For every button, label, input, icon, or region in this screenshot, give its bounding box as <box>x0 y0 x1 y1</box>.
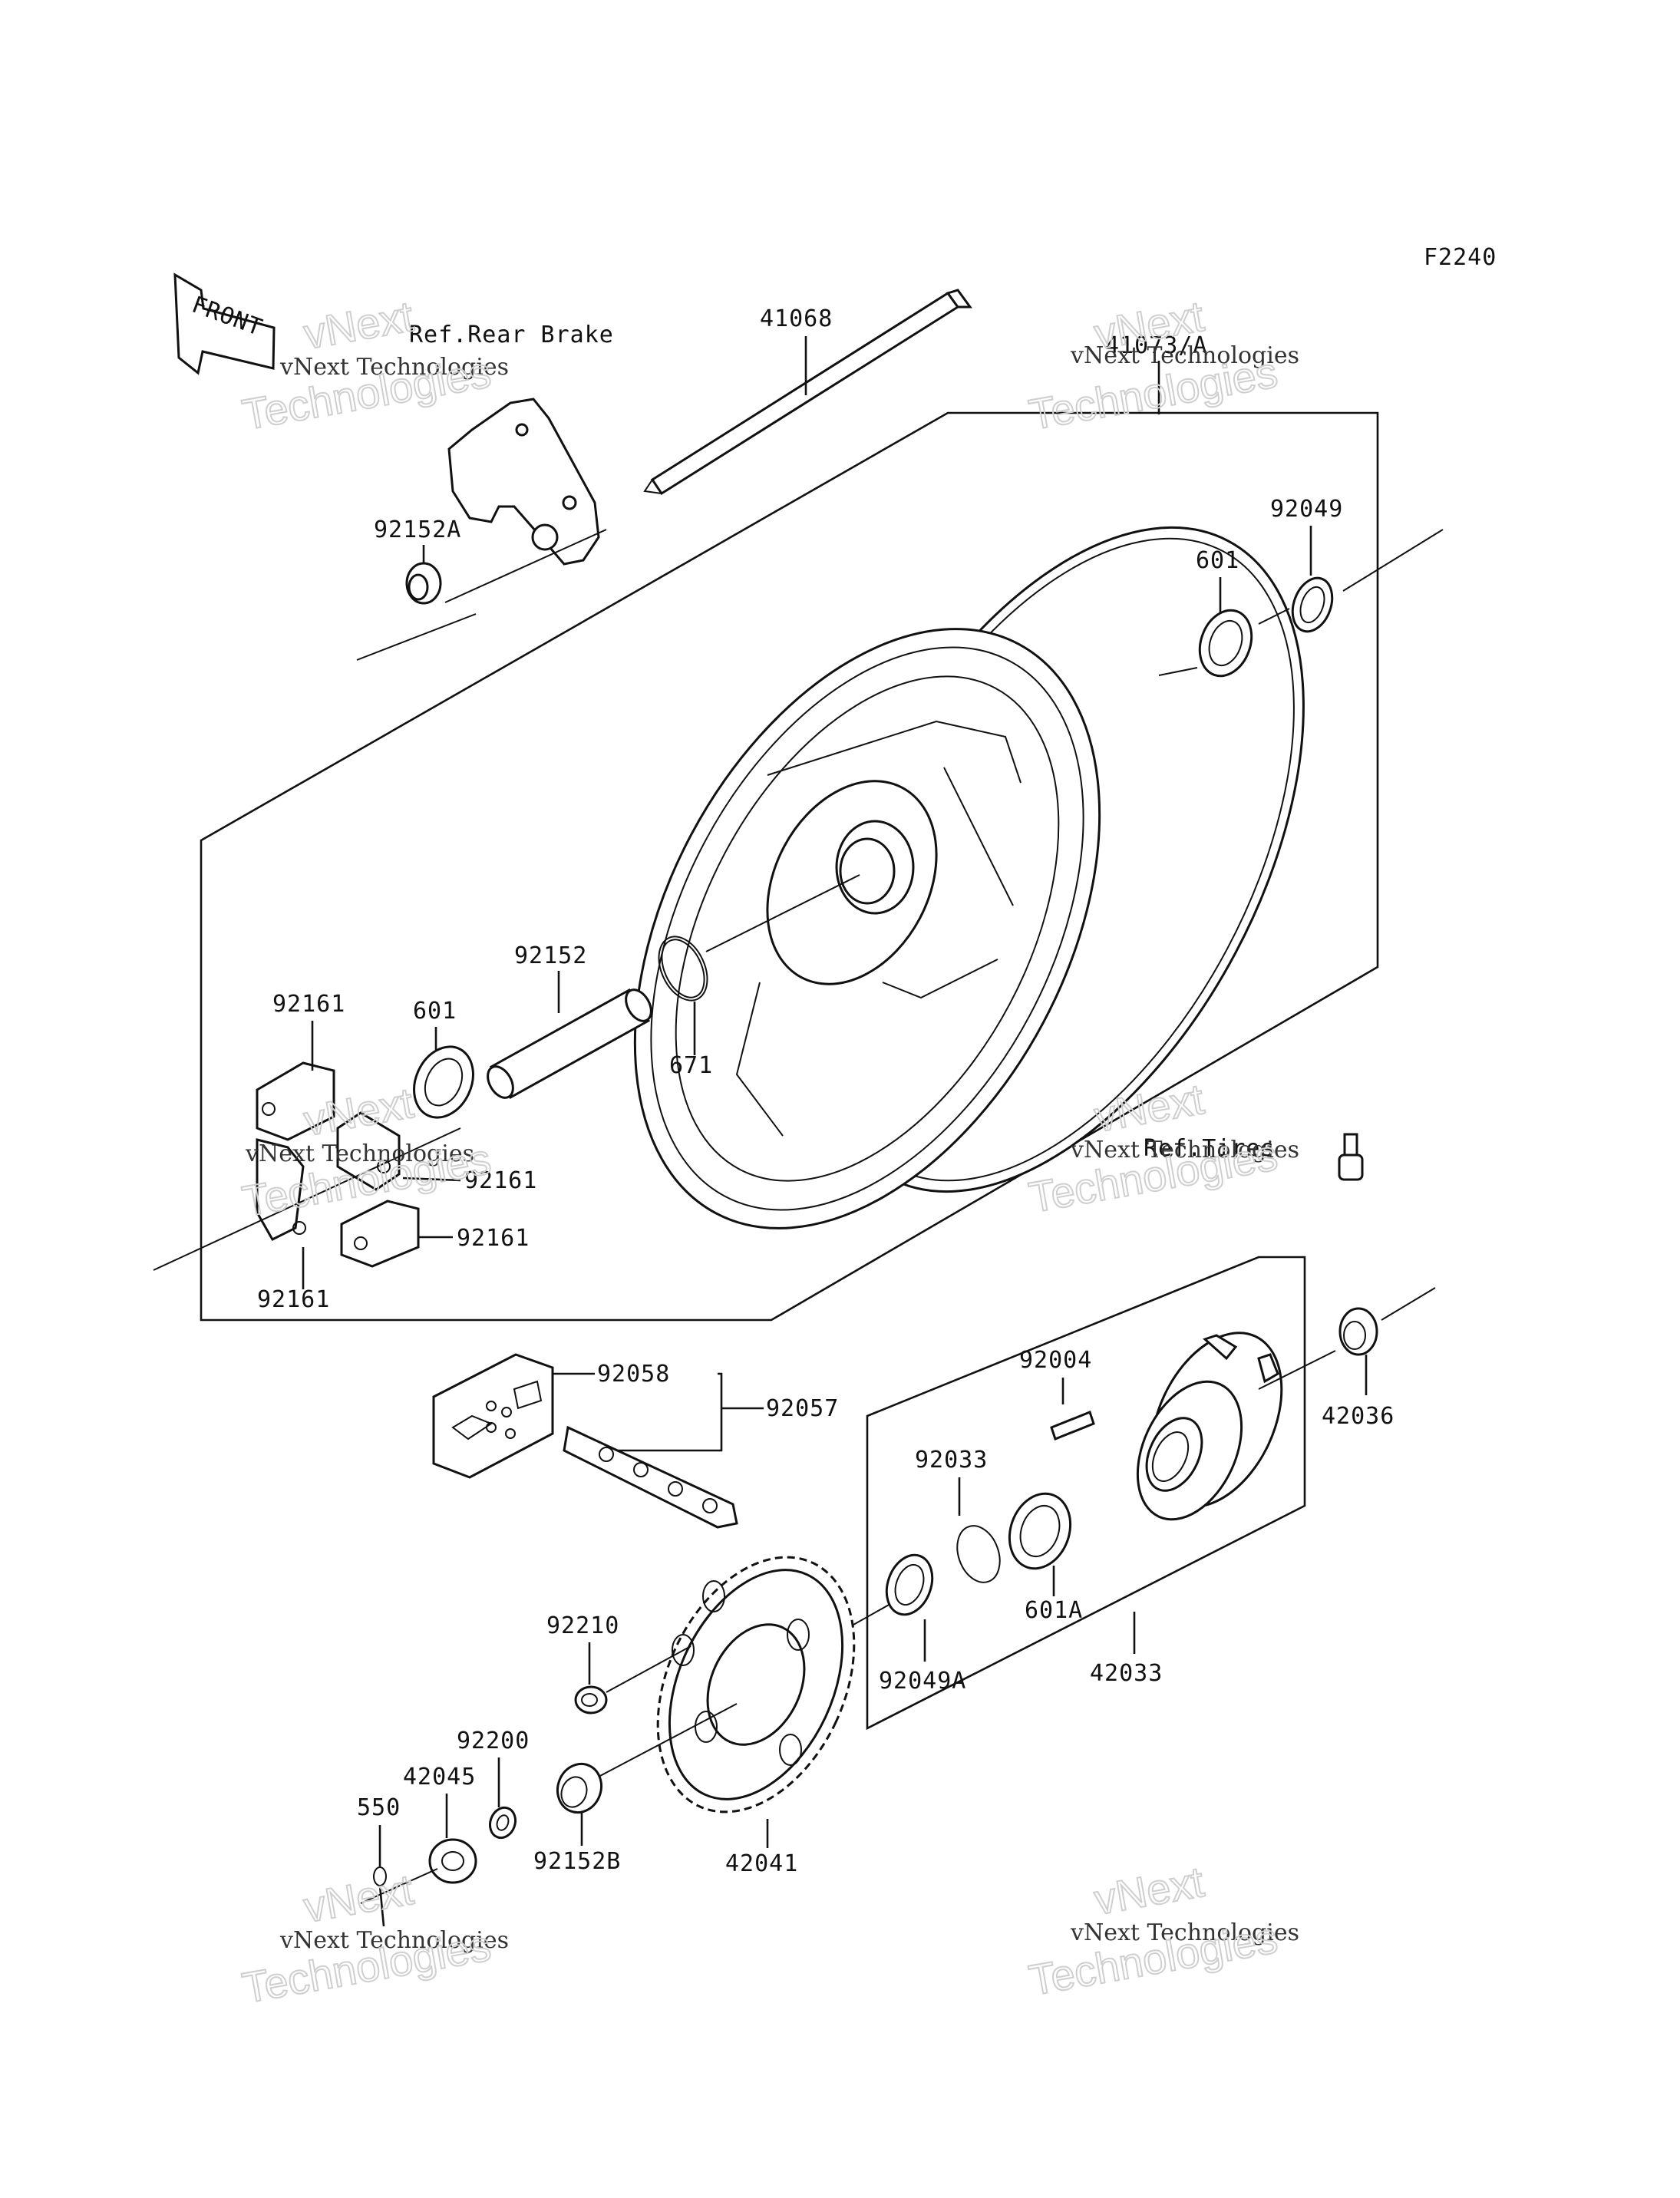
drive-chain <box>563 1425 738 1529</box>
valve-icon <box>1338 1133 1364 1181</box>
label-92152: 92152 <box>514 942 587 969</box>
damper-rubbers-92161 <box>256 1061 420 1268</box>
label-42033: 42033 <box>1090 1660 1163 1687</box>
front-arrow-icon: FRONT <box>173 272 276 375</box>
bearing-601-top <box>1198 609 1253 678</box>
label-92161-a: 92161 <box>272 991 345 1018</box>
svg-text:vNext: vNext <box>300 292 417 358</box>
nut-42045 <box>428 1838 477 1884</box>
label-92161-b: 92161 <box>464 1167 537 1194</box>
svg-text:vNext Technologies: vNext Technologies <box>279 354 509 381</box>
chain-joint-92058 <box>432 1353 554 1479</box>
label-92210: 92210 <box>546 1612 619 1639</box>
ref-rear-brake: Ref.Rear Brake <box>409 322 614 348</box>
label-41068: 41068 <box>760 305 833 332</box>
svg-text:vNext Technologies: vNext Technologies <box>245 1140 474 1167</box>
label-42041: 42041 <box>725 1850 798 1877</box>
label-92057: 92057 <box>766 1395 839 1422</box>
stud-92004 <box>1050 1411 1095 1441</box>
bearing-601a <box>1008 1492 1072 1570</box>
rear-wheel <box>633 526 1305 1229</box>
caliper-bracket <box>447 398 600 566</box>
label-41073a: 41073/A <box>1105 332 1207 359</box>
hub-assembly-frame <box>866 1256 1306 1731</box>
ref-tires: Ref.Tires <box>1144 1135 1276 1162</box>
label-42036: 42036 <box>1322 1403 1394 1430</box>
svg-text:vNext: vNext <box>300 1865 417 1932</box>
label-601-left: 601 <box>413 998 457 1025</box>
wheel-assembly-frame <box>200 411 1379 1322</box>
label-92049: 92049 <box>1270 496 1343 523</box>
label-92152b: 92152B <box>533 1848 621 1875</box>
oring-671 <box>658 936 708 1002</box>
label-92161-d: 92161 <box>257 1286 330 1313</box>
label-601a: 601A <box>1025 1597 1083 1624</box>
label-601-top: 601 <box>1196 547 1239 574</box>
svg-text:vNext Technologies: vNext Technologies <box>279 1927 509 1954</box>
collar-92152 <box>487 988 652 1100</box>
label-92004: 92004 <box>1019 1347 1092 1374</box>
label-92161-c: 92161 <box>457 1225 530 1252</box>
bearing-601-left <box>413 1045 474 1119</box>
washer-92200 <box>488 1806 517 1840</box>
label-92058: 92058 <box>597 1361 670 1388</box>
circlip-92033 <box>956 1525 1001 1583</box>
label-550: 550 <box>357 1794 401 1821</box>
collar-92152b <box>556 1762 602 1814</box>
label-42045: 42045 <box>403 1764 476 1790</box>
sprocket-42041 <box>656 1556 856 1814</box>
sprocket-hub-42033 <box>1136 1332 1283 1521</box>
seal-92049a <box>885 1553 934 1616</box>
label-92049a: 92049A <box>879 1668 966 1695</box>
seal-92049 <box>1291 576 1334 633</box>
collar-92152a <box>405 545 442 605</box>
label-92033: 92033 <box>915 1447 988 1474</box>
label-92152a: 92152A <box>374 516 461 543</box>
axle-41068 <box>643 289 972 496</box>
cotter-pin-550 <box>373 1866 387 1927</box>
label-92200: 92200 <box>457 1728 530 1754</box>
collar-42036 <box>1338 1307 1378 1356</box>
figure-code: F2240 <box>1424 244 1497 271</box>
nut-92210 <box>574 1685 608 1715</box>
svg-text:vNext Technologies: vNext Technologies <box>1070 342 1299 369</box>
label-671: 671 <box>669 1052 713 1079</box>
svg-text:vNext Technologies: vNext Technologies <box>1070 1137 1299 1163</box>
svg-text:vNext: vNext <box>1091 1857 1207 1924</box>
svg-text:vNext Technologies: vNext Technologies <box>1070 1919 1299 1946</box>
